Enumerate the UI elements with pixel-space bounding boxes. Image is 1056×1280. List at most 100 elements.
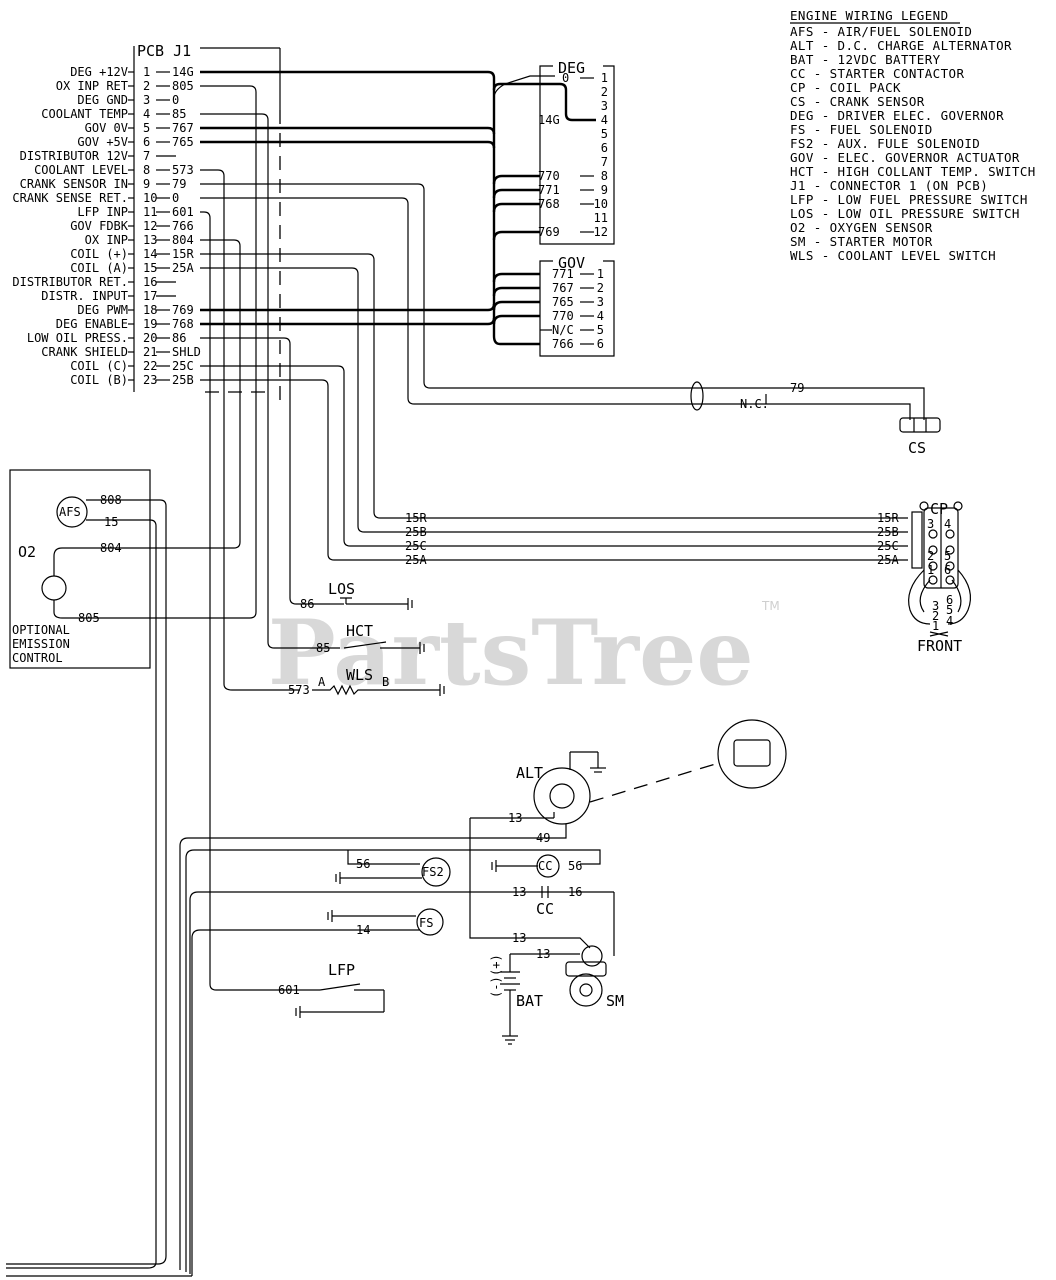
pcb-pin-wire: 767 xyxy=(172,121,194,135)
pcb-pin-number: 12 xyxy=(143,219,157,233)
wls-b: B xyxy=(382,675,389,689)
pcb-pin-wire: 85 xyxy=(172,107,186,121)
deg-pin-number: 6 xyxy=(601,141,608,155)
deg-title: DEG xyxy=(558,59,585,77)
pcb-pin-wire: 15R xyxy=(172,247,194,261)
legend-item: BAT - 12VDC BATTERY xyxy=(790,52,941,67)
deg-pin-number: 9 xyxy=(601,183,608,197)
pcb-pin-wire: 805 xyxy=(172,79,194,93)
gov-pin-wire: 765 xyxy=(552,295,574,309)
pcb-title: PCB J1 xyxy=(137,42,191,60)
bat-wire-13: 13 xyxy=(536,947,550,961)
pcb-pin-number: 18 xyxy=(143,303,157,317)
watermark-text: PartsTree xyxy=(268,600,754,706)
pcb-pin-number: 3 xyxy=(143,93,150,107)
legend-title: ENGINE WIRING LEGEND xyxy=(790,8,949,23)
deg-gov-wire-bundle xyxy=(200,70,596,346)
pcb-pin-number: 10 xyxy=(143,191,157,205)
pcb-pin-label: DISTR. INPUT xyxy=(41,289,128,303)
pcb-pin-wire: 769 xyxy=(172,303,194,317)
bat-minus: (-) xyxy=(489,976,503,998)
wls-label: WLS xyxy=(346,666,373,684)
pcb-pin-label: CRANK SENSOR IN xyxy=(20,177,128,191)
gov-pin-wire: 767 xyxy=(552,281,574,295)
deg-pin-wire: 769 xyxy=(538,225,560,239)
deg-pin-number: 3 xyxy=(601,99,608,113)
cp-plug-1: 1 xyxy=(932,619,939,633)
fs-wire-14: 14 xyxy=(356,923,370,937)
optional-emission-control: AFS O2 OPTIONAL EMISSION CONTROL 808 15 … xyxy=(9,85,257,1262)
deg-connector: DEG xyxy=(539,59,615,245)
wls-wire-573: 573 xyxy=(288,683,310,697)
deg-pin-number: 5 xyxy=(601,127,608,141)
cp-terminal-6: 6 xyxy=(944,563,951,577)
gov-pin-wire: N/C xyxy=(552,323,574,337)
cp-wire-25a: 25A xyxy=(405,553,427,567)
pcb-pin-label: COOLANT TEMP xyxy=(41,107,128,121)
main-return-bundle xyxy=(6,837,601,1277)
pcb-pin-wire: 25C xyxy=(172,359,194,373)
gov-pin-wire: 771 xyxy=(552,267,574,281)
gov-pin-number: 2 xyxy=(597,281,604,295)
cp-terminal-1: 1 xyxy=(927,563,934,577)
legend-item: FS2 - AUX. FULE SOLENOID xyxy=(790,136,980,151)
pcb-pin-number: 8 xyxy=(143,163,150,177)
pcb-pin-number: 5 xyxy=(143,121,150,135)
pcb-pin-wire: 765 xyxy=(172,135,194,149)
engine-switches: 86 LOS 85 HCT 573 WLS A B 601 LFP xyxy=(200,113,445,1018)
pcb-pin-label: LOW OIL PRESS. xyxy=(27,331,128,345)
pcb-pin-wire: 14G xyxy=(172,65,194,79)
emission-caption-1: OPTIONAL xyxy=(12,623,70,637)
cc-wire-56: 56 xyxy=(568,859,582,873)
fs2-label: FS2 xyxy=(422,865,444,879)
cp-plug-3: 3 xyxy=(932,599,939,613)
cp-terminal-4: 4 xyxy=(944,517,951,531)
pcb-pin-label: LFP INP xyxy=(77,205,128,219)
pcb-pin-wire: 25A xyxy=(172,261,194,275)
pcb-pin-number: 14 xyxy=(143,247,157,261)
cp-plug-2: 2 xyxy=(932,609,939,623)
cp-terminal-5: 5 xyxy=(944,549,951,563)
legend-item: O2 - OXYGEN SENSOR xyxy=(790,220,933,235)
gov-pin-number: 6 xyxy=(597,337,604,351)
cp-wire-25c-end: 25C xyxy=(877,539,899,553)
pcb-pin-number: 17 xyxy=(143,289,157,303)
cc-wire-16: 16 xyxy=(568,885,582,899)
cp-wire-25b: 25B xyxy=(405,525,427,539)
pcb-pin-label: CRANK SENSE RET. xyxy=(12,191,128,205)
pcb-pin-label: DISTRIBUTOR RET. xyxy=(12,275,128,289)
legend-item: CC - STARTER CONTACTOR xyxy=(790,66,964,81)
gov-pin-number: 3 xyxy=(597,295,604,309)
pcb-pin-number: 2 xyxy=(143,79,150,93)
pcb-pin-label: DEG ENABLE xyxy=(56,317,128,331)
gov-pin-wire: 766 xyxy=(552,337,574,351)
pcb-pin-number: 23 xyxy=(143,373,157,387)
pcb-pin-label: DEG GND xyxy=(77,93,128,107)
pcb-pin-number: 20 xyxy=(143,331,157,345)
legend-item: GOV - ELEC. GOVERNOR ACTUATOR xyxy=(790,150,1020,165)
cp-terminal-2: 2 xyxy=(927,549,934,563)
cp-plug-4: 4 xyxy=(946,614,953,628)
afs-wire-808: 808 xyxy=(100,493,122,507)
legend-item: AFS - AIR/FUEL SOLENOID xyxy=(790,24,972,39)
pcb-pin-label: COIL (B) xyxy=(70,373,128,387)
cp-plug-6: 6 xyxy=(946,593,953,607)
lfp-wire-601: 601 xyxy=(278,983,300,997)
deg-pin-number: 4 xyxy=(601,113,608,127)
cp-label: CP xyxy=(930,500,948,518)
deg-pin-wire: 771 xyxy=(538,183,560,197)
pcb-pin-number: 22 xyxy=(143,359,157,373)
legend-item: J1 - CONNECTOR 1 (ON PCB) xyxy=(790,178,988,193)
cs-wire-nc: N.C. xyxy=(740,397,769,411)
legend-item: LFP - LOW FUEL PRESSURE SWITCH xyxy=(790,192,1028,207)
pcb-pin-wire: 804 xyxy=(172,233,194,247)
crank-sensor-wiring: 79 N.C. CS xyxy=(200,183,941,457)
pcb-pin-label: GOV 0V xyxy=(85,121,128,135)
pcb-pin-wire: 25B xyxy=(172,373,194,387)
bat-plus: (+) xyxy=(489,954,503,976)
pcb-pin-label: GOV +5V xyxy=(77,135,128,149)
pcb-pin-label: DISTRIBUTOR 12V xyxy=(20,149,128,163)
pcb-pin-number: 7 xyxy=(143,149,150,163)
